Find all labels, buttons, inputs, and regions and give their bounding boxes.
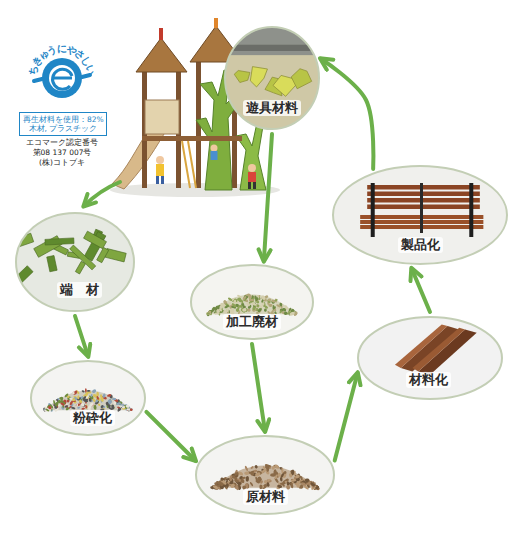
certification-text: エコマーク認定番号 — [10, 138, 114, 148]
logo-slogan: ちきゅうにやさしい — [18, 30, 108, 75]
ellipse-border — [358, 317, 502, 399]
ellipse-border — [31, 361, 145, 435]
process-ellipse: 原材料 — [195, 435, 335, 515]
step-label: 製品化 — [398, 237, 443, 253]
process-ellipse: 加工廃材 — [190, 264, 314, 340]
process-ellipse: 遊具材料 — [224, 26, 320, 130]
ellipse-border — [333, 166, 507, 264]
ellipse-border — [191, 265, 313, 339]
note-text: 再生材料を使用：82% — [23, 115, 103, 124]
flow-arrow — [335, 373, 358, 460]
photo-illustration — [30, 360, 146, 436]
process-ellipse: 製品化 — [332, 165, 508, 265]
certification-text: 第08 137 007号 — [10, 148, 114, 158]
ellipse-border — [196, 436, 334, 514]
flow-arrow — [252, 344, 265, 431]
step-label: 原材料 — [243, 489, 288, 505]
flow-arrow — [321, 59, 374, 169]
flow-arrow — [84, 182, 120, 206]
logo-slogan-char: い — [84, 64, 97, 77]
logo-slogan-char: う — [46, 43, 59, 57]
ellipse-border — [225, 27, 319, 129]
step-label: 遊具材料 — [243, 100, 301, 116]
certification-text: (株)コトブキ — [10, 158, 114, 168]
photo-illustration — [195, 435, 335, 515]
flow-arrow — [412, 269, 430, 312]
material-note-box: 再生材料を使用：82%木材, プラスチック — [19, 112, 107, 136]
process-ellipse: 粉砕化 — [30, 360, 146, 436]
ellipse-border — [16, 213, 134, 311]
photo-illustration — [6, 212, 135, 312]
step-label: 加工廃材 — [223, 314, 281, 330]
process-ellipse: 端 材 — [15, 212, 135, 312]
photo-illustration — [224, 26, 320, 130]
step-label: 端 材 — [57, 282, 102, 298]
photo-illustration — [190, 264, 314, 340]
flow-arrow — [146, 412, 195, 461]
flow-arrow — [75, 316, 88, 356]
step-label: 材料化 — [406, 372, 451, 388]
process-ellipse: 材料化 — [357, 316, 503, 400]
step-label: 粉砕化 — [70, 410, 115, 426]
photo-illustration — [332, 165, 508, 265]
flow-arrow — [264, 134, 272, 261]
note-text: 木材, プラスチック — [23, 124, 103, 133]
photo-illustration — [357, 316, 503, 400]
